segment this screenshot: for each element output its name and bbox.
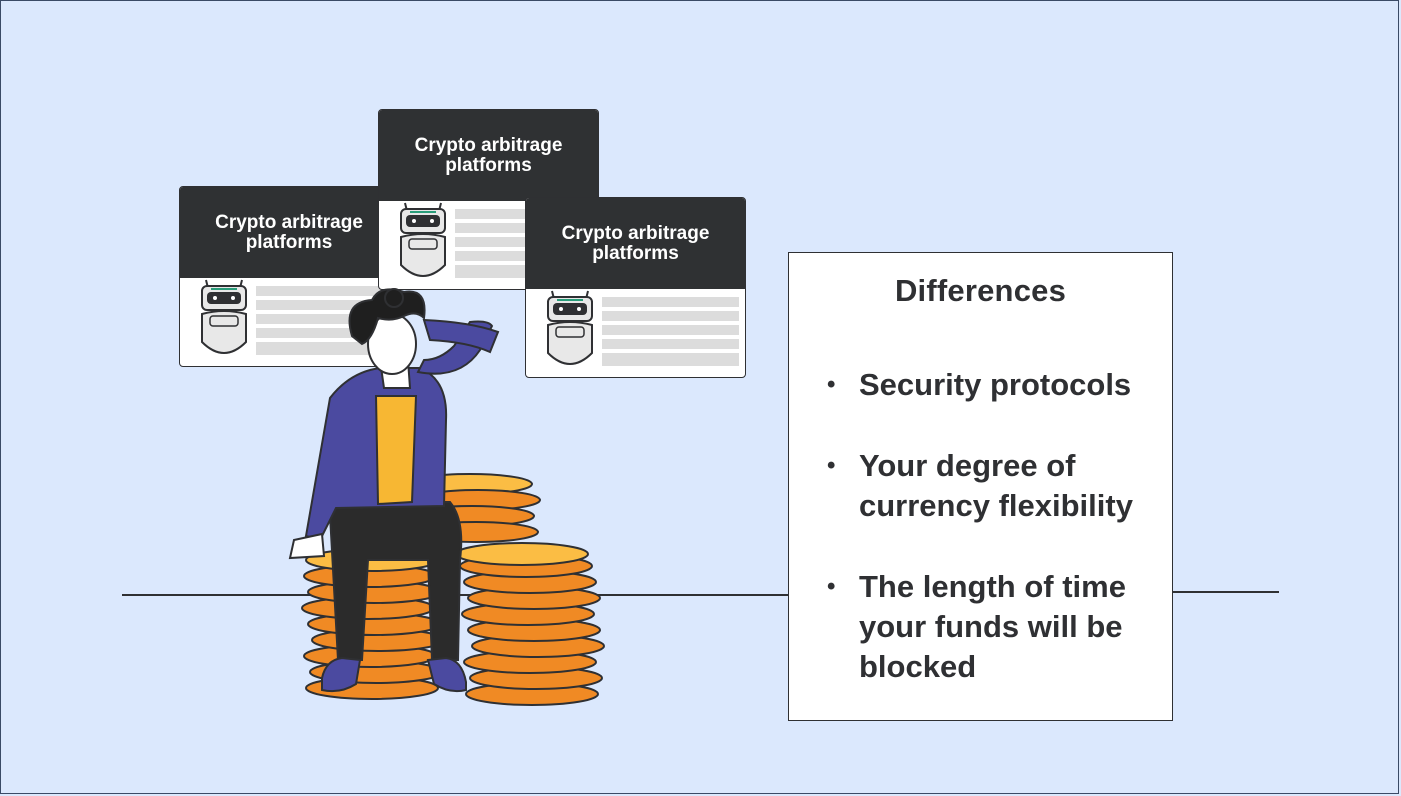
robot-icon <box>201 279 247 354</box>
platform-card-left: Crypto arbitrage platforms <box>179 186 399 367</box>
card-title: Crypto arbitrage platforms <box>180 187 398 278</box>
placeholder-lines <box>602 297 739 370</box>
person-legs <box>321 501 467 693</box>
list-item: The length of time your funds will be bl… <box>827 567 1162 687</box>
card-title: Crypto arbitrage platforms <box>526 198 745 289</box>
card-body <box>526 289 745 377</box>
differences-list: Security protocols Your degree of curren… <box>827 365 1162 728</box>
card-title: Crypto arbitrage platforms <box>379 110 598 201</box>
list-item: Your degree of currency flexibility <box>827 446 1162 526</box>
differences-panel: Differences Security protocols Your degr… <box>788 252 1173 721</box>
person-head <box>348 288 500 389</box>
person-torso <box>288 320 494 560</box>
list-item: Security protocols <box>827 365 1162 405</box>
platform-card-right: Crypto arbitrage platforms <box>525 197 746 378</box>
card-body <box>379 201 598 289</box>
placeholder-lines <box>256 286 392 359</box>
robot-icon <box>400 202 446 277</box>
coin-stack-right <box>455 542 605 706</box>
robot-icon <box>547 290 593 365</box>
ground-line-right <box>1172 591 1279 593</box>
panel-title: Differences <box>894 273 1067 308</box>
card-body <box>180 278 398 366</box>
